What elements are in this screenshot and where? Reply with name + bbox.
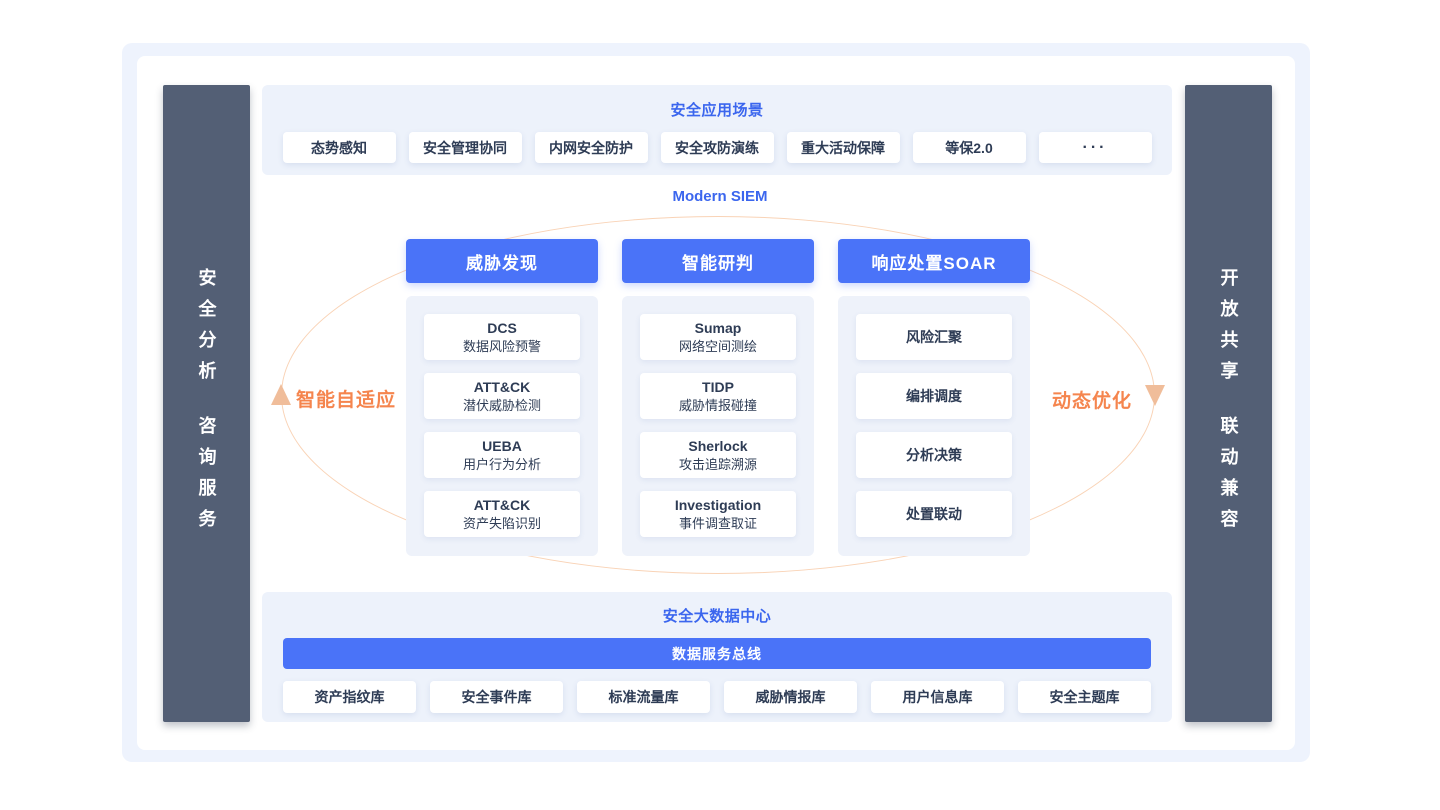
- scenario-security-management: 安全管理协同: [408, 132, 522, 163]
- modern-siem-title: Modern SIEM: [672, 188, 768, 205]
- scenario-intranet-protection: 内网安全防护: [534, 132, 648, 163]
- card-risk-aggregation: 风险汇聚: [856, 314, 1012, 360]
- card-orchestration: 编排调度: [856, 373, 1012, 419]
- card-subtitle: 数据风险预警: [462, 338, 541, 354]
- card-attck-latent-threat: ATT&CK 潜伏威胁检测: [424, 373, 580, 419]
- card-investigation: Investigation 事件调查取证: [640, 491, 796, 537]
- scenario-ellipsis: ···: [1038, 132, 1152, 163]
- big-data-center-panel: 安全大数据中心 数据服务总线 资产指纹库 安全事件库 标准流量库 威胁情报库 用…: [262, 592, 1172, 722]
- scenario-attack-defense-drill: 安全攻防演练: [660, 132, 774, 163]
- card-title: 编排调度: [906, 387, 962, 404]
- card-attck-asset-compromise: ATT&CK 资产失陷识别: [424, 491, 580, 537]
- loop-label-adaptive: 智能自适应: [296, 390, 397, 411]
- card-title: Investigation: [674, 496, 762, 513]
- big-data-center-title: 安全大数据中心: [662, 608, 772, 625]
- scenario-dengbao-2: 等保2.0: [912, 132, 1026, 163]
- db-security-event: 安全事件库: [430, 681, 563, 713]
- header-response-soar: 响应处置SOAR: [838, 239, 1030, 283]
- group-threat-discovery: DCS 数据风险预警 ATT&CK 潜伏威胁检测 UEBA 用户行为分析 ATT…: [406, 296, 598, 556]
- sidebar-left-line2: 咨询服务: [196, 415, 217, 540]
- sidebar-left-line1: 安全分析: [196, 267, 217, 392]
- card-title: ATT&CK: [473, 378, 531, 395]
- db-threat-intel: 威胁情报库: [724, 681, 857, 713]
- card-subtitle: 威胁情报碰撞: [678, 397, 757, 413]
- card-title: DCS: [487, 319, 517, 336]
- card-disposal-linkage: 处置联动: [856, 491, 1012, 537]
- card-title: ATT&CK: [473, 496, 531, 513]
- card-tidp: TIDP 威胁情报碰撞: [640, 373, 796, 419]
- card-title: UEBA: [482, 437, 522, 454]
- header-threat-discovery: 威胁发现: [406, 239, 598, 283]
- card-title: 处置联动: [906, 505, 962, 522]
- sidebar-right-line2: 联动兼容: [1218, 415, 1239, 540]
- card-title: Sumap: [694, 319, 742, 336]
- header-intelligent-analysis: 智能研判: [622, 239, 814, 283]
- card-subtitle: 潜伏威胁检测: [462, 397, 541, 413]
- scenario-situation-awareness: 态势感知: [282, 132, 396, 163]
- sidebar-security-analysis: 安全分析 咨询服务: [163, 85, 250, 722]
- scenarios-title: 安全应用场景: [670, 102, 764, 119]
- card-dcs: DCS 数据风险预警: [424, 314, 580, 360]
- loop-arrow-up-icon: [271, 384, 291, 405]
- card-subtitle: 资产失陷识别: [462, 515, 541, 531]
- card-title: Sherlock: [688, 437, 748, 454]
- loop-arrow-down-icon: [1145, 385, 1165, 406]
- group-response-soar: 风险汇聚 编排调度 分析决策 处置联动: [838, 296, 1030, 556]
- security-scenarios-panel: 安全应用场景 态势感知 安全管理协同 内网安全防护 安全攻防演练 重大活动保障 …: [262, 85, 1172, 175]
- db-standard-traffic: 标准流量库: [577, 681, 710, 713]
- scenario-major-event-guarantee: 重大活动保障: [786, 132, 900, 163]
- card-subtitle: 用户行为分析: [462, 456, 541, 472]
- card-ueba: UEBA 用户行为分析: [424, 432, 580, 478]
- card-subtitle: 事件调查取证: [678, 515, 757, 531]
- card-title: TIDP: [702, 378, 734, 395]
- loop-label-dynamic: 动态优化: [1052, 391, 1133, 412]
- db-user-info: 用户信息库: [871, 681, 1004, 713]
- group-intelligent-analysis: Sumap 网络空间测绘 TIDP 威胁情报碰撞 Sherlock 攻击追踪溯源…: [622, 296, 814, 556]
- scenarios-button-row: 态势感知 安全管理协同 内网安全防护 安全攻防演练 重大活动保障 等保2.0 ·…: [262, 132, 1172, 163]
- db-security-topic: 安全主题库: [1018, 681, 1151, 713]
- sidebar-right-line1: 开放共享: [1218, 267, 1239, 392]
- data-service-bus-bar: 数据服务总线: [283, 638, 1151, 669]
- card-title: 分析决策: [906, 446, 962, 463]
- card-title: 风险汇聚: [906, 328, 962, 345]
- card-sherlock: Sherlock 攻击追踪溯源: [640, 432, 796, 478]
- card-analysis-decision: 分析决策: [856, 432, 1012, 478]
- card-subtitle: 网络空间测绘: [678, 338, 757, 354]
- database-button-row: 资产指纹库 安全事件库 标准流量库 威胁情报库 用户信息库 安全主题库: [262, 681, 1172, 713]
- db-asset-fingerprint: 资产指纹库: [283, 681, 416, 713]
- card-sumap: Sumap 网络空间测绘: [640, 314, 796, 360]
- card-subtitle: 攻击追踪溯源: [678, 456, 757, 472]
- sidebar-open-sharing: 开放共享 联动兼容: [1185, 85, 1272, 722]
